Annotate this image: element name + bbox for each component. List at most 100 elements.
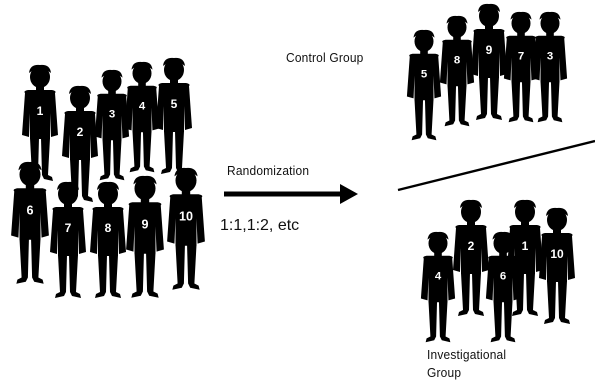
person-hair: [69, 85, 91, 94]
person-number: 6: [26, 204, 33, 218]
person-hair: [101, 69, 123, 78]
person-torso: [50, 207, 86, 256]
person-number: 1: [37, 104, 44, 118]
person-silhouette: 5: [406, 29, 442, 141]
person-hair: [413, 29, 435, 38]
person-number: 9: [486, 43, 493, 57]
person-left-leg: [129, 131, 142, 173]
person-number: 9: [141, 218, 148, 232]
person-right-leg: [142, 131, 155, 173]
person-torso: [167, 194, 205, 246]
person-right-leg: [175, 131, 187, 174]
person-number: 1: [522, 239, 529, 253]
person-head: [515, 201, 535, 223]
person-left-leg: [544, 281, 556, 324]
person-silhouette: 4: [420, 231, 456, 343]
person-number: 3: [547, 51, 553, 63]
person-number: 7: [65, 221, 72, 235]
person-head: [58, 183, 78, 205]
person-torso: [439, 39, 475, 87]
person-hair: [57, 181, 79, 190]
person-silhouette: 10: [167, 167, 205, 290]
person-silhouette: 9: [471, 3, 507, 120]
person-right-leg: [41, 138, 53, 181]
person-left-leg: [490, 301, 503, 343]
person-right-leg: [424, 99, 437, 141]
person-torso: [453, 225, 489, 274]
person-hair: [446, 15, 468, 24]
person-left-leg: [411, 99, 424, 141]
person-number: 8: [454, 55, 460, 67]
person-torso: [11, 188, 49, 240]
person-head: [493, 232, 513, 254]
person-number: 4: [435, 271, 442, 283]
person-hair: [163, 57, 185, 66]
investigational-group-label-line1: Investigational: [427, 347, 507, 362]
person-head: [511, 12, 531, 34]
person-silhouette: 5: [156, 57, 192, 174]
person-head: [134, 177, 156, 201]
person-left-leg: [476, 77, 488, 120]
person-neck: [434, 251, 442, 258]
person-number: 7: [518, 51, 524, 63]
person-neck: [521, 221, 529, 227]
person-number: 4: [139, 101, 146, 113]
person-neck: [140, 198, 150, 205]
person-head: [98, 183, 118, 205]
person-right-leg: [146, 252, 159, 298]
person-right-leg: [109, 255, 121, 298]
person-head: [461, 201, 481, 223]
person-right-leg: [472, 273, 484, 316]
person-right-leg: [558, 281, 570, 324]
person-right-leg: [31, 238, 44, 284]
person-right-leg: [112, 139, 125, 181]
person-neck: [181, 190, 191, 197]
person-neck: [453, 35, 461, 42]
person-number: 10: [179, 210, 193, 224]
person-torso: [532, 35, 568, 83]
person-right-leg: [438, 301, 451, 343]
person-number: 10: [550, 247, 564, 261]
person-torso: [471, 29, 507, 78]
randomization-label: Randomization: [227, 163, 310, 178]
person-hair: [18, 161, 42, 171]
person-torso: [62, 111, 98, 160]
person-silhouette: 6: [485, 231, 521, 343]
person-left-leg: [99, 139, 112, 181]
person-left-leg: [95, 255, 107, 298]
person-hair: [514, 199, 536, 208]
person-neck: [420, 49, 428, 56]
person-torso: [406, 53, 442, 101]
person-head: [175, 169, 197, 193]
person-right-leg: [69, 255, 81, 298]
person-torso: [485, 255, 521, 303]
person-torso: [539, 233, 575, 282]
person-torso: [124, 85, 160, 133]
person-silhouette: 7: [503, 11, 539, 123]
person-left-leg: [458, 273, 470, 316]
person-neck: [517, 31, 525, 38]
person-right-leg: [81, 159, 93, 202]
person-neck: [485, 25, 493, 31]
person-right-leg: [457, 85, 470, 127]
person-head: [164, 59, 184, 81]
person-head: [479, 5, 499, 27]
person-left-leg: [161, 131, 173, 174]
person-head: [70, 87, 90, 109]
person-head: [102, 70, 122, 92]
person-number: 3: [109, 109, 115, 121]
person-number: 2: [77, 125, 84, 139]
person-silhouette: 8: [90, 181, 126, 298]
person-hair: [97, 181, 119, 190]
person-left-leg: [55, 255, 67, 298]
person-torso: [420, 255, 456, 303]
person-neck: [467, 221, 475, 227]
person-right-leg: [187, 244, 200, 290]
person-head: [547, 209, 567, 231]
person-left-leg: [537, 81, 550, 123]
person-hair: [546, 207, 568, 216]
person-silhouette: 2: [453, 199, 489, 316]
person-torso: [94, 93, 130, 141]
person-neck: [25, 184, 35, 191]
